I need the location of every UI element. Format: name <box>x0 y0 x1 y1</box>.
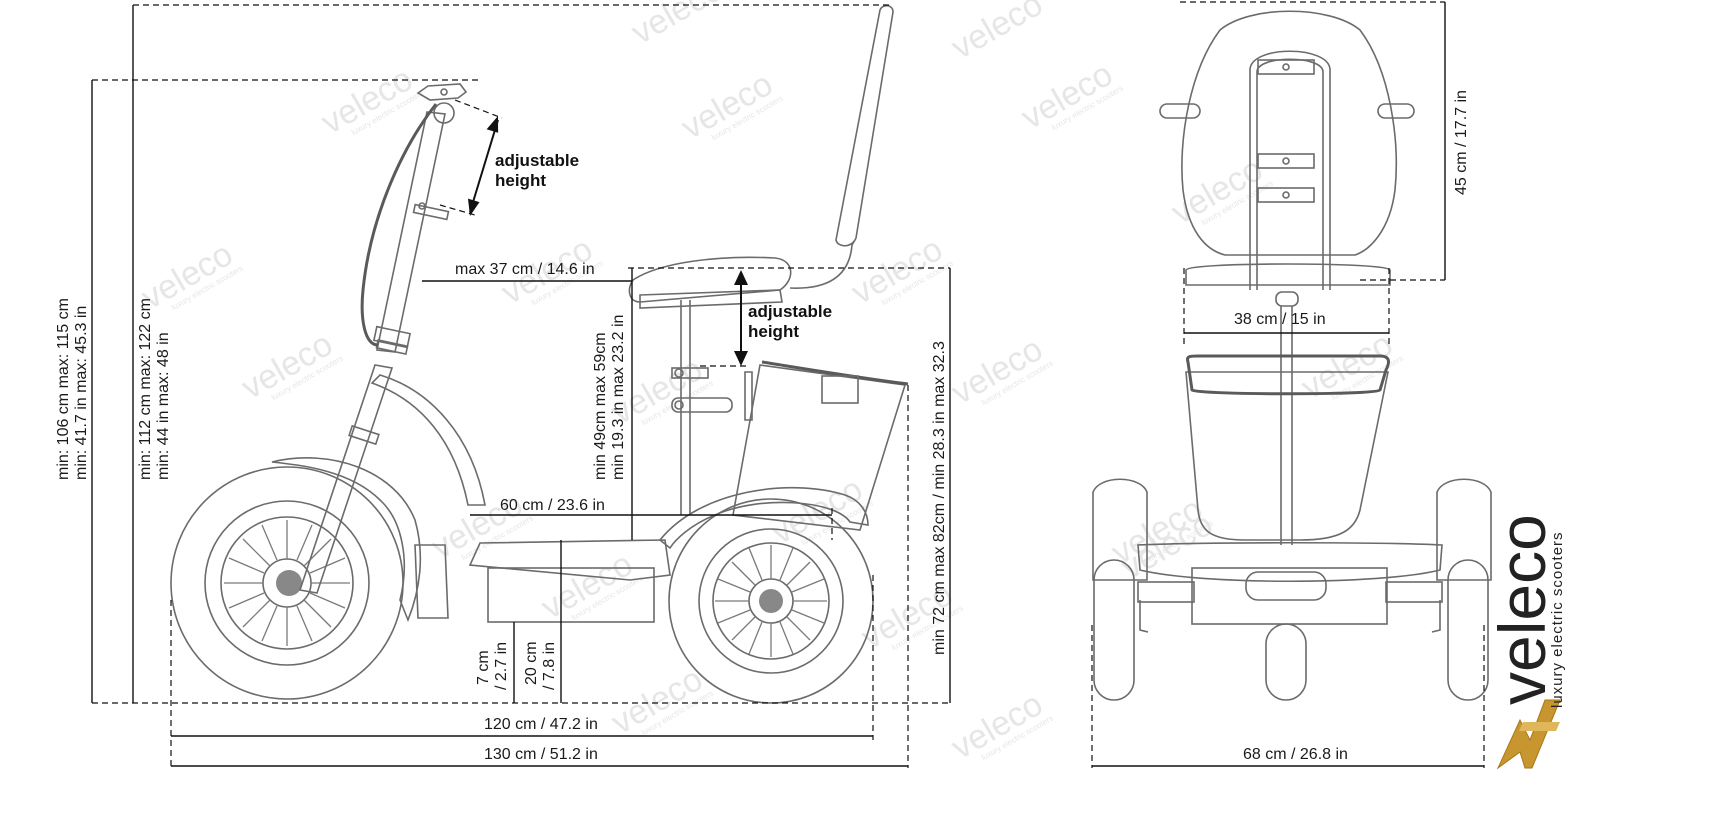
handlebar-height-outer-label: min: 106 cm max: 115 cm <box>55 298 72 480</box>
seat-to-stem-label: max 37 cm / 14.6 in <box>455 261 595 278</box>
total-height-label: min 72 cm max 82cm / min 28.3 in max 32.… <box>931 341 948 655</box>
rear-view-dimensions: 45 cm / 17.7 in 38 cm / 15 in 68 cm / 26… <box>1091 1 1485 768</box>
watermark-text: veleco <box>945 0 1049 67</box>
brand-name: veleco <box>1485 514 1559 705</box>
side-view-scooter <box>170 4 909 704</box>
adjustable-handlebar-label-1: adjustable <box>495 151 579 170</box>
adjustable-handlebar-label-2: height <box>495 171 546 190</box>
seat-width-label: 38 cm / 15 in <box>1234 311 1326 328</box>
brand-logo: veleco luxury electric scooters <box>1485 514 1566 770</box>
adjustable-seat-label-2: height <box>748 322 799 341</box>
scooter-deck <box>414 539 671 623</box>
deck-height-inch-label: / 7.8 in <box>541 642 558 690</box>
handlebar-height-inner-inch-label: min: 44 in max: 48 in <box>155 332 172 480</box>
watermark-text: veleco <box>625 0 729 52</box>
steering-column <box>298 83 486 594</box>
side-view-dimensions: min: 106 cm max: 115 cm min: 41.7 in max… <box>55 4 951 768</box>
backrest-height-label: 45 cm / 17.7 in <box>1453 90 1470 195</box>
total-length-label: 130 cm / 51.2 in <box>484 746 598 763</box>
adjustable-seat-label-1: adjustable <box>748 302 832 321</box>
handlebar-height-inner-label: min: 112 cm max: 122 cm <box>137 298 154 480</box>
wheel-hub <box>759 589 783 613</box>
deck-height-label: 20 cm <box>523 641 540 685</box>
wheelbase-label: 120 cm / 47.2 in <box>484 716 598 733</box>
seat-height-label: min 49cm max 59cm <box>592 332 609 480</box>
brand-tagline: luxury electric scooters <box>1549 531 1566 708</box>
seat-height-inch-label: min 19.3 in max 23.2 in <box>610 315 627 480</box>
ground-clearance-inch-label: / 2.7 in <box>493 642 510 690</box>
deck-length-label: 60 cm / 23.6 in <box>500 497 605 514</box>
front-wheel-side <box>668 498 874 704</box>
handlebar-height-outer-inch-label: min: 41.7 in max: 45.3 in <box>73 306 90 480</box>
total-width-label: 68 cm / 26.8 in <box>1243 746 1348 763</box>
basket-side <box>732 360 909 531</box>
rear-view-scooter <box>1092 10 1492 701</box>
veleco-logo-mark <box>1496 699 1561 770</box>
wheel-spokes <box>224 520 350 646</box>
wheel-hub <box>276 570 302 596</box>
seat-assembly <box>628 4 894 515</box>
ground-clearance-label: 7 cm <box>475 650 492 685</box>
wheel-spokes <box>715 545 827 657</box>
rear-wheel-side <box>170 466 404 700</box>
